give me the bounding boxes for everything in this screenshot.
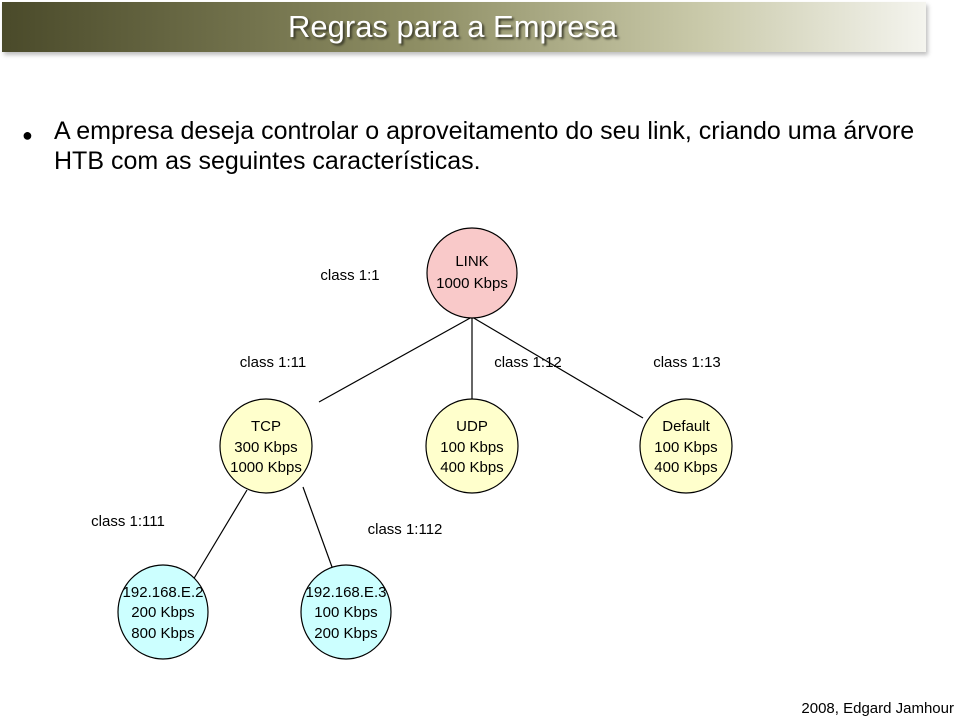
node-leaf-1-line-2: 200 Kbps [131, 604, 194, 621]
label-class-leaf1: class 1:111 [91, 513, 165, 530]
node-leaf-2-line-1: 192.168.E.3 [306, 584, 387, 601]
node-root-line-1: LINK [455, 253, 488, 270]
node-leaf-1-line-3: 800 Kbps [131, 625, 194, 642]
label-class-udp: class 1:12 [494, 354, 562, 371]
label-class-default: class 1:13 [653, 354, 721, 371]
node-udp-line-1: UDP [456, 418, 488, 435]
node-default-line-1: Default [662, 418, 710, 435]
node-default [639, 398, 733, 494]
node-udp [425, 398, 519, 494]
node-udp-line-3: 400 Kbps [440, 459, 503, 476]
edge-root-default [471, 316, 644, 419]
edge-root-tcp [318, 316, 473, 403]
edge-tcp-leaf2 [302, 486, 337, 579]
node-root-line-2: 1000 Kbps [436, 275, 508, 292]
bullet-icon: ● [22, 125, 33, 145]
label-class-root: class 1:1 [320, 267, 379, 284]
node-root-link [426, 227, 518, 319]
node-default-line-3: 400 Kbps [654, 459, 717, 476]
node-leaf-2-line-3: 200 Kbps [314, 625, 377, 642]
label-class-tcp: class 1:11 [240, 354, 306, 371]
node-leaf-2-line-2: 100 Kbps [314, 604, 377, 621]
node-leaf-1-line-1: 192.168.E.2 [123, 584, 204, 601]
node-leaf-1 [117, 564, 209, 660]
bullet-text: A empresa deseja controlar o aproveitame… [54, 117, 915, 175]
node-tcp [219, 398, 313, 494]
title-bar: Regras para a Empresa [2, 2, 926, 52]
node-tcp-line-1: TCP [251, 418, 281, 435]
footer-credit: 2008, Edgard Jamhour [801, 700, 954, 717]
node-tcp-line-2: 300 Kbps [234, 439, 297, 456]
label-class-leaf2: class 1:112 [368, 521, 443, 538]
node-default-line-2: 100 Kbps [654, 439, 717, 456]
edge-tcp-leaf1 [189, 489, 248, 586]
node-leaf-2 [300, 564, 392, 660]
node-udp-line-2: 100 Kbps [440, 439, 503, 456]
node-tcp-line-3: 1000 Kbps [230, 459, 302, 476]
slide-title: Regras para a Empresa [288, 9, 618, 44]
